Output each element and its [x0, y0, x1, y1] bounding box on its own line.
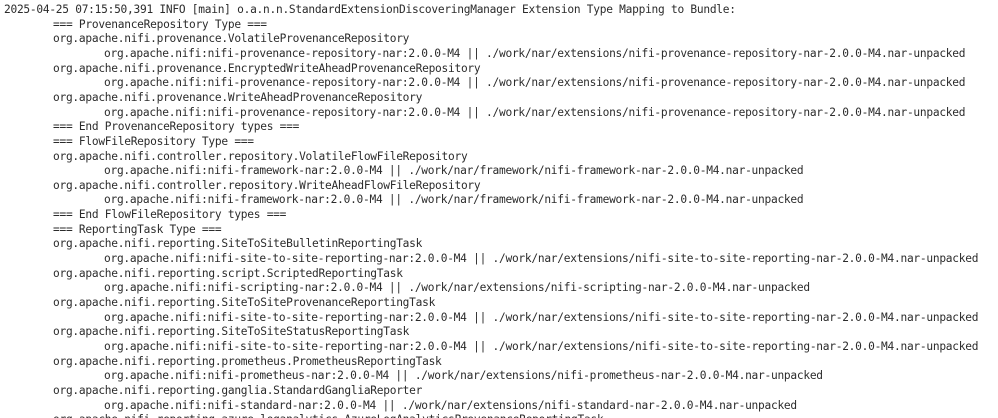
log-line: === ProvenanceRepository Type ===: [53, 17, 267, 31]
log-line: org.apache.nifi.provenance.EncryptedWrit…: [53, 61, 481, 75]
log-line: org.apache.nifi.reporting.script.Scripte…: [53, 266, 403, 280]
log-line: === ReportingTask Type ===: [53, 222, 222, 236]
log-line: org.apache.nifi:nifi-prometheus-nar:2.0.…: [104, 369, 823, 383]
log-line: org.apache.nifi:nifi-framework-nar:2.0.0…: [104, 193, 804, 207]
log-line: org.apache.nifi:nifi-provenance-reposito…: [104, 76, 966, 90]
log-line: org.apache.nifi.reporting.SiteToSiteStat…: [53, 325, 410, 339]
log-line: org.apache.nifi:nifi-standard-nar:2.0.0-…: [104, 398, 797, 412]
log-line: org.apache.nifi:nifi-site-to-site-report…: [104, 339, 979, 353]
log-line: org.apache.nifi:nifi-provenance-reposito…: [104, 46, 966, 60]
log-line: org.apache.nifi.provenance.WriteAheadPro…: [53, 90, 423, 104]
log-line: === End FlowFileRepository types ===: [53, 208, 287, 222]
log-line: org.apache.nifi:nifi-framework-nar:2.0.0…: [104, 164, 804, 178]
log-line: org.apache.nifi.reporting.prometheus.Pro…: [53, 354, 442, 368]
log-line: org.apache.nifi.controller.repository.Vo…: [53, 149, 468, 163]
log-line: org.apache.nifi.reporting.ganglia.Standa…: [53, 383, 423, 397]
log-line: org.apache.nifi:nifi-provenance-reposito…: [104, 105, 966, 119]
log-line: === End ProvenanceRepository types ===: [53, 120, 300, 134]
log-line: org.apache.nifi.controller.repository.Wr…: [53, 178, 481, 192]
log-line: org.apache.nifi.reporting.SiteToSiteProv…: [53, 296, 436, 309]
log-line: org.apache.nifi:nifi-site-to-site-report…: [104, 310, 979, 324]
log-line: org.apache.nifi.reporting.azure.loganaly…: [53, 412, 604, 418]
log-line: === FlowFileRepository Type ===: [53, 134, 254, 148]
log-line: 2025-04-25 07:15:50,391 INFO [main] o.a.…: [4, 3, 736, 16]
log-line: org.apache.nifi.reporting.SiteToSiteBull…: [53, 237, 423, 251]
log-line: org.apache.nifi:nifi-site-to-site-report…: [104, 252, 979, 266]
log-line: org.apache.nifi:nifi-scripting-nar:2.0.0…: [104, 281, 810, 295]
log-line: org.apache.nifi.provenance.VolatileProve…: [53, 32, 410, 46]
